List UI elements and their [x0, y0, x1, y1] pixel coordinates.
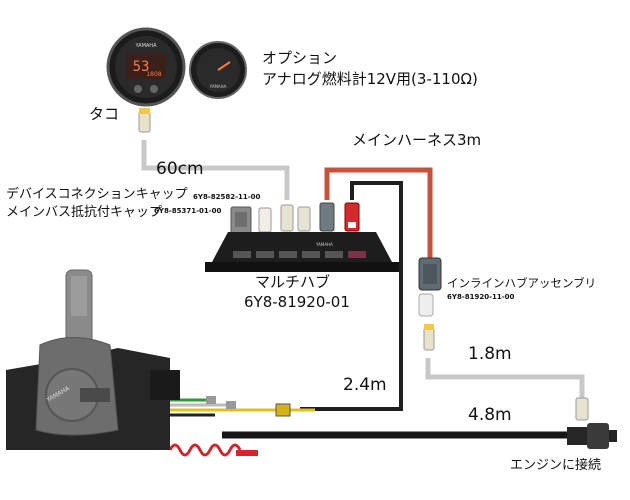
length-4.8m: 4.8m — [468, 405, 512, 425]
multi-hub: YAMAHA — [205, 232, 399, 272]
hub-connector-2 — [297, 206, 311, 232]
tacho-cable-60cm — [141, 140, 290, 200]
fuel-gauge-label: アナログ燃料計12V用(3-110Ω) — [262, 70, 478, 88]
fuel-gauge: YAMAHA — [189, 41, 247, 99]
hub-connector-1 — [280, 204, 294, 232]
engine-connector-big — [567, 423, 617, 449]
device-cap-part: 6Y8-82582-11-00 — [193, 193, 261, 201]
tacho-label: タコ — [89, 105, 120, 123]
tacho-connector — [138, 111, 151, 133]
inline-hub-label: インラインハブアッセンブリ — [447, 276, 597, 290]
tacho-meter: YAMAHA 53 1808 — [106, 27, 186, 107]
device-cap-label: デバイスコネクションキャップ — [6, 187, 188, 202]
engine-connect-label: エンジンに接続 — [510, 458, 602, 473]
multi-hub-part: 6Y8-81920-01 — [244, 293, 350, 311]
inline-hub-assembly — [418, 257, 442, 351]
gauge-brand: YAMAHA — [209, 84, 227, 89]
lanyard-clip — [236, 450, 258, 456]
resistor-cap-label: メインバス抵抗付キャップ — [6, 205, 163, 220]
resistor-cap-part: 6Y8-85371-01-00 — [154, 207, 222, 215]
multi-hub-label: マルチハブ — [255, 273, 331, 291]
inline-hub-part: 6Y8-81920-11-00 — [447, 293, 515, 301]
small-connector-2 — [226, 401, 236, 409]
control-cable-2.4m — [300, 181, 403, 411]
yellow-connector — [275, 403, 291, 417]
main-harness-cable — [324, 167, 433, 258]
main-harness-label: メインハーネス3m — [352, 131, 482, 149]
tacho-brand: YAMAHA — [134, 43, 157, 49]
remote-control-box: YAMAHA — [6, 269, 180, 450]
device-cap — [258, 207, 272, 233]
engine-connector-small — [575, 397, 589, 421]
engine-cable-1.8m — [425, 358, 585, 398]
hub-connector-3 — [319, 202, 335, 232]
resistor-cap — [230, 206, 252, 234]
length-2.4m: 2.4m — [343, 375, 387, 395]
tacho-value: 53 — [133, 59, 150, 75]
hub-brand: YAMAHA — [315, 242, 333, 247]
option-label: オプション — [262, 49, 338, 67]
lanyard-coil — [168, 443, 242, 457]
small-connector-1 — [206, 396, 216, 404]
length-1.8m: 1.8m — [468, 344, 512, 364]
length-60cm: 60cm — [156, 159, 204, 179]
tacho-sub: 1808 — [146, 71, 161, 78]
